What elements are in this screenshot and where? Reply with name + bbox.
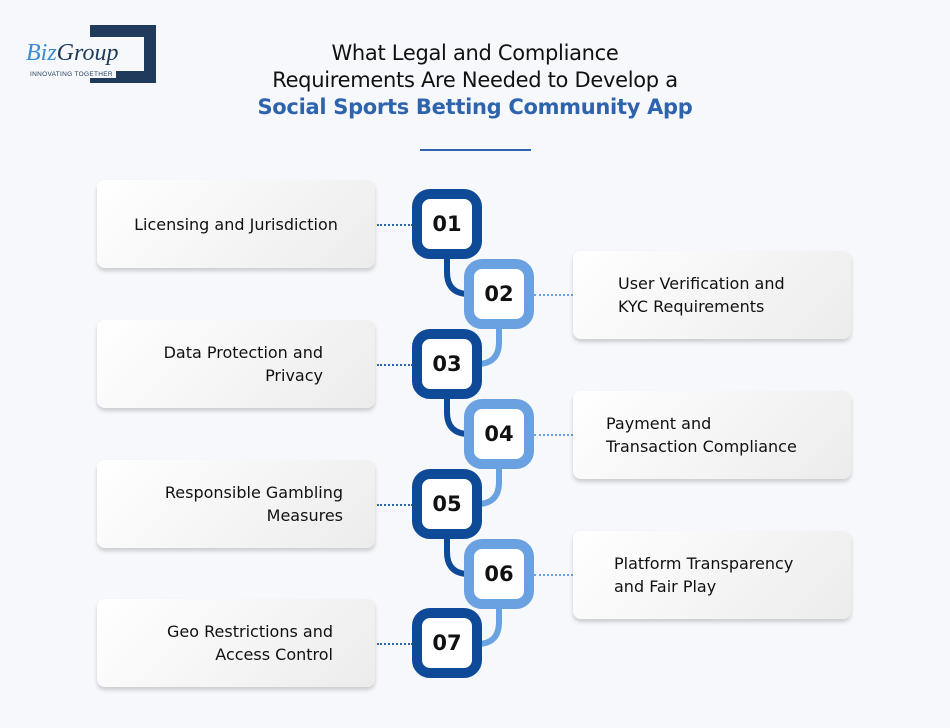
step-label-line2: KYC Requirements (618, 297, 765, 316)
step-connector-dots (377, 504, 413, 506)
bizgroup-logo: BizGroup INNOVATING TOGETHER (24, 25, 156, 83)
step-label-line1: Responsible Gambling (164, 483, 343, 502)
step-number-06: 06 (464, 539, 534, 609)
step-connector-dots (377, 364, 413, 366)
step-label-line2: and Fair Play (614, 577, 717, 596)
logo-brand-part1: Biz (26, 40, 57, 66)
title-line-2: Requirements Are Needed to Develop a (272, 68, 678, 92)
step-number-05: 05 (412, 469, 482, 539)
step-label-line2: Access Control (215, 645, 333, 664)
step-number-07: 07 (412, 608, 482, 678)
step-label-line1: Payment and (606, 414, 712, 433)
title-line-1: What Legal and Compliance (331, 41, 619, 65)
title-underline (420, 149, 531, 151)
step-card-01: Licensing and Jurisdiction (97, 180, 375, 268)
step-number-01: 01 (412, 189, 482, 259)
logo-tagline: INNOVATING TOGETHER (30, 71, 116, 78)
step-connector-dots (534, 574, 573, 576)
step-number-03: 03 (412, 329, 482, 399)
logo-brand-part2: Group (56, 40, 119, 66)
step-number-02: 02 (464, 259, 534, 329)
step-label-line1: Geo Restrictions and (167, 622, 333, 641)
step-label-line2: Transaction Compliance (606, 437, 797, 456)
step-card-06: Platform Transparency and Fair Play (573, 531, 851, 619)
step-label-line2: Privacy (265, 366, 323, 385)
step-connector-dots (534, 434, 573, 436)
logo-bracket-shape (90, 25, 156, 83)
step-label-line1: Platform Transparency (614, 554, 794, 573)
title-highlight: Social Sports Betting Community App (257, 95, 693, 119)
step-connector-dots (377, 224, 413, 226)
step-number-04: 04 (464, 399, 534, 469)
step-connector-dots (534, 294, 573, 296)
step-label-line2: Measures (266, 506, 343, 525)
step-connector-dots (377, 643, 413, 645)
step-label-line1: Data Protection and (163, 343, 323, 362)
step-label-line1: User Verification and (618, 274, 785, 293)
step-label: Licensing and Jurisdiction (134, 214, 338, 234)
logo-wordmark: BizGroup (26, 39, 121, 67)
page-title: What Legal and Compliance Requirements A… (0, 40, 950, 121)
